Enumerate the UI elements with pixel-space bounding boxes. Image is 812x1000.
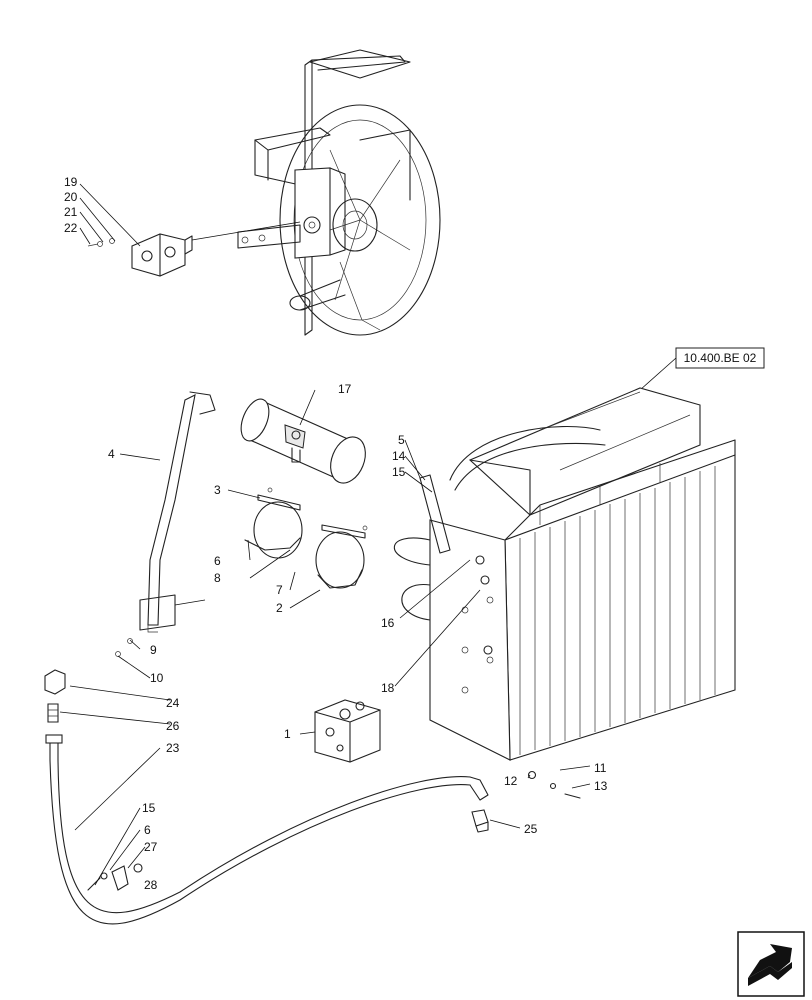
reference-tag-text: 10.400.BE 02 [684, 351, 757, 365]
hydraulic-hose [45, 734, 489, 925]
callout-12: 12 [504, 774, 518, 788]
callout-25: 25 [524, 822, 538, 836]
clamp-upper [244, 487, 303, 559]
nut-24 [44, 669, 66, 695]
callout-20: 20 [64, 190, 78, 204]
accumulator [240, 398, 366, 484]
callout-24: 24 [166, 696, 180, 710]
callout-26: 26 [166, 719, 180, 733]
callout-1: 1 [284, 727, 291, 741]
callout-6a: 6 [214, 554, 221, 568]
callout-3: 3 [214, 483, 221, 497]
cooler-assembly [393, 387, 736, 799]
support-bracket [115, 391, 216, 657]
core-fins [519, 466, 716, 755]
callout-9: 9 [150, 643, 157, 657]
callout-17: 17 [338, 382, 352, 396]
callout-18: 18 [381, 681, 395, 695]
clamp-lower [315, 524, 368, 589]
callout-21: 21 [64, 205, 78, 219]
callout-labels: 19 20 21 22 4 17 3 6 8 7 2 9 10 5 14 15 … [64, 175, 608, 892]
callout-8: 8 [214, 571, 221, 585]
callout-15b: 15 [142, 801, 156, 815]
callout-27: 27 [144, 840, 158, 854]
hydraulic-pump [87, 221, 301, 277]
callout-4: 4 [108, 447, 115, 461]
callout-5: 5 [398, 433, 405, 447]
callout-14: 14 [392, 449, 406, 463]
adapter-26 [47, 703, 59, 723]
fitting-25 [471, 809, 489, 833]
valve-block [314, 699, 381, 763]
callout-6b: 6 [144, 823, 151, 837]
callout-10: 10 [150, 671, 164, 685]
hose-clamp-set [87, 863, 143, 891]
callout-28: 28 [144, 878, 158, 892]
next-page-arrow-icon[interactable] [737, 931, 805, 997]
callout-11: 11 [594, 761, 607, 775]
callout-23: 23 [166, 741, 180, 755]
callout-15a: 15 [392, 465, 406, 479]
callout-2: 2 [276, 601, 283, 615]
callout-19: 19 [64, 175, 78, 189]
callout-16: 16 [381, 616, 395, 630]
reference-tag[interactable]: 10.400.BE 02 [639, 347, 765, 391]
callout-13: 13 [594, 779, 608, 793]
leader-lines [59, 183, 591, 886]
fan-frame-assembly [237, 49, 441, 336]
callout-22: 22 [64, 221, 78, 235]
callout-7: 7 [276, 583, 283, 597]
